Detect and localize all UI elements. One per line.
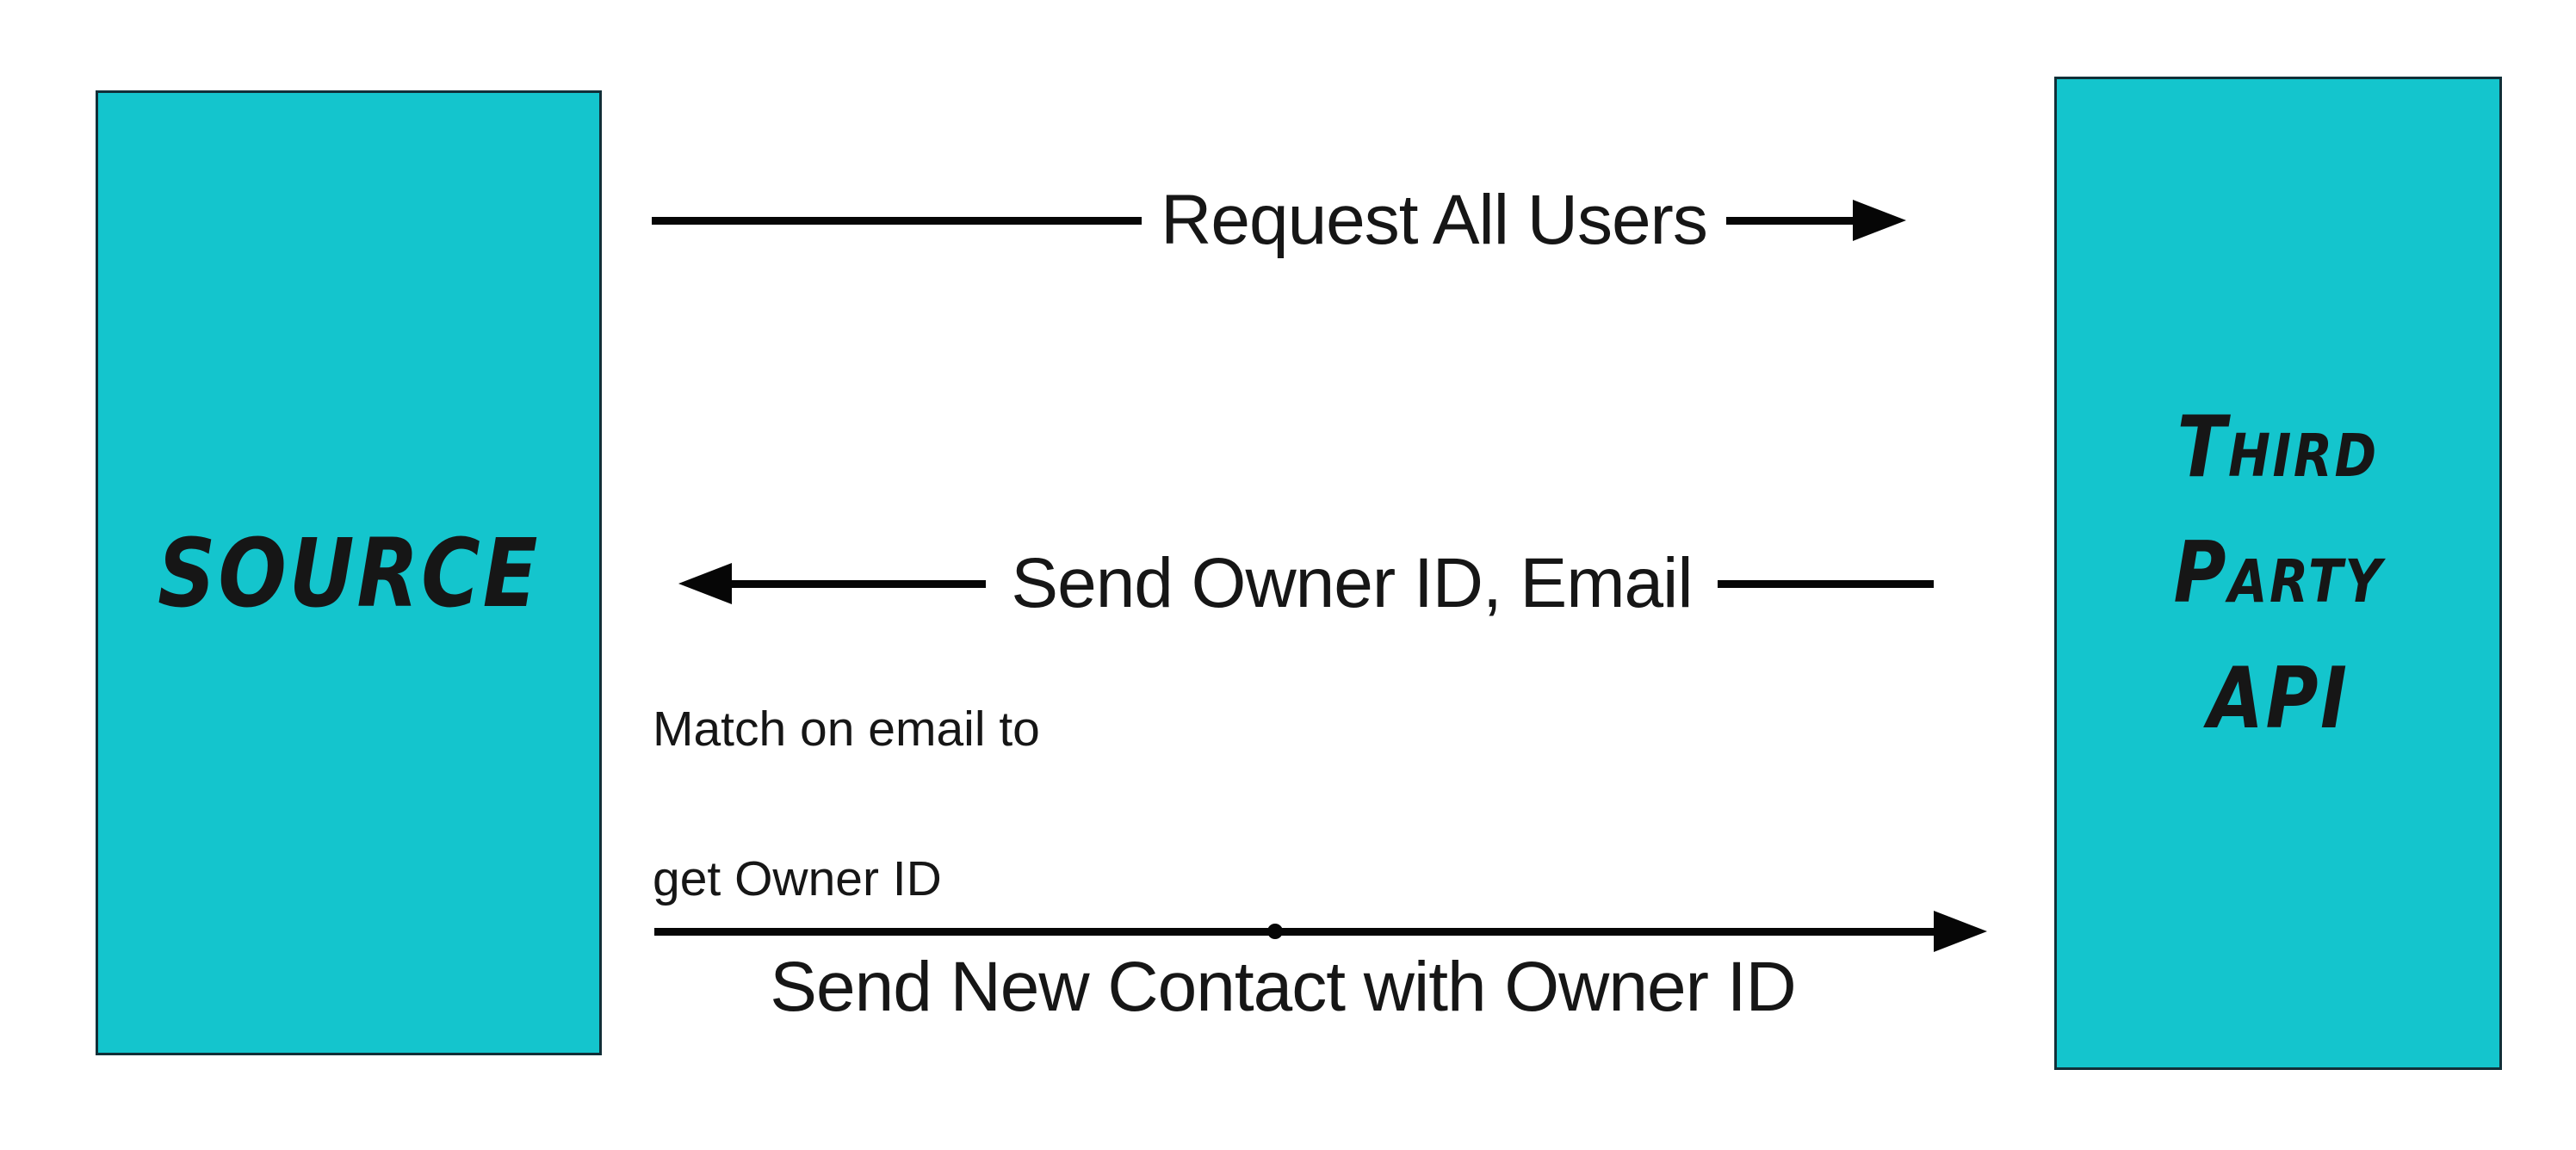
api-box-label-line1: Third bbox=[2177, 399, 2380, 497]
request-arrow-label: Request All Users bbox=[1161, 181, 1708, 259]
send-contact-arrowhead-right-icon bbox=[1934, 911, 1987, 952]
request-arrow-shaft-left bbox=[652, 217, 1142, 225]
send-contact-arrow-label: Send New Contact with Owner ID bbox=[770, 948, 1796, 1026]
api-box-label-line2: Party bbox=[2173, 524, 2383, 622]
send-owner-arrow-label: Send Owner ID, Email bbox=[1011, 544, 1693, 622]
source-box-label: SOURCE bbox=[157, 517, 541, 628]
request-arrow-shaft-right bbox=[1726, 217, 1853, 225]
source-box: SOURCE bbox=[96, 90, 602, 1055]
send-contact-arrow-midpoint-dot bbox=[1267, 924, 1283, 939]
match-note-line1: Match on email to bbox=[653, 702, 1040, 757]
api-box-label-line3: API bbox=[2207, 650, 2349, 748]
match-note-line2: get Owner ID bbox=[653, 851, 942, 906]
third-party-api-box: Third Party API bbox=[2054, 77, 2502, 1070]
send-owner-arrowhead-left-icon bbox=[678, 563, 732, 604]
send-owner-arrow-shaft-right bbox=[1718, 580, 1934, 588]
match-note: Match on email to get Owner ID bbox=[653, 692, 1040, 917]
send-contact-arrow-shaft bbox=[654, 928, 1934, 936]
send-owner-arrow-shaft-left bbox=[732, 580, 986, 588]
request-arrowhead-right-icon bbox=[1853, 200, 1906, 241]
